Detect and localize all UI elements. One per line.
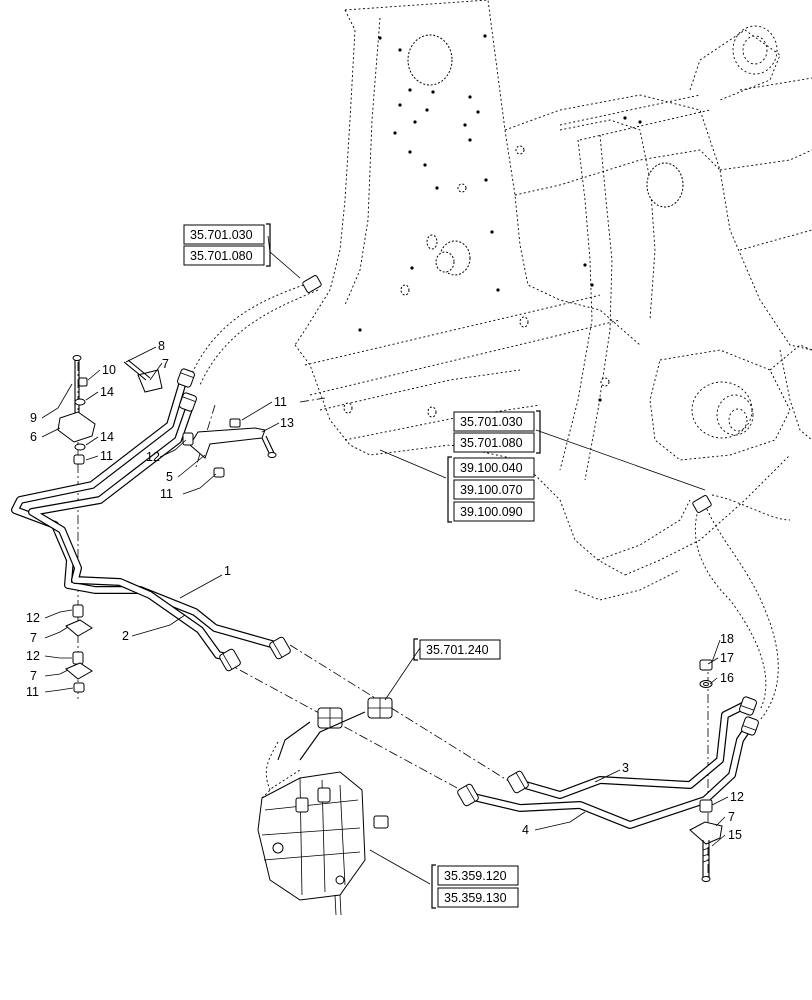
callout: 11 [100,449,113,463]
ref-label: 39.100.070 [460,483,523,497]
callout: 13 [280,416,294,430]
control-valve [257,769,389,916]
ref-group-valve-fitting: 35.701.240 [413,638,501,661]
callout: 12 [146,450,160,464]
valve-adapter-fittings [277,697,393,761]
callout: 15 [728,828,742,842]
callout: 9 [30,411,37,425]
ref-label: 35.359.130 [444,891,507,905]
ref-label: 35.701.240 [426,643,489,657]
loader-frame [294,0,812,601]
callout: 16 [720,671,734,685]
callout: 2 [122,629,129,643]
clamp-hardware-right [689,659,723,882]
ref-group-control-valve: 35.359.120 35.359.130 [431,864,519,909]
callout: 10 [102,363,116,377]
callout-numbers: 1 2 3 4 5 6 7 7 7 7 8 9 10 11 11 11 11 1… [26,339,744,842]
clamp-hardware-left [57,355,96,693]
callout: 11 [160,487,173,501]
ref-label: 35.701.080 [190,249,253,263]
callout: 3 [622,761,629,775]
dotted-hoses [189,281,791,791]
callout: 4 [522,823,529,837]
ref-label: 39.100.090 [460,505,523,519]
callout: 7 [30,631,37,645]
callout: 14 [100,385,114,399]
ref-label: 35.701.030 [190,228,253,242]
callout: 11 [274,395,287,409]
callout: 17 [720,651,734,665]
ref-group-top-left: 35.701.030 35.701.080 [183,223,271,267]
callout: 12 [26,611,40,625]
tube-1[interactable] [11,371,279,649]
callout: 7 [728,810,735,824]
callout: 8 [158,339,165,353]
tube-2[interactable] [28,396,236,662]
ref-label: 35.701.080 [460,436,523,450]
bracket-5 [123,359,277,478]
callout: 7 [30,669,37,683]
tube-4[interactable] [461,721,754,829]
callout: 18 [720,632,734,646]
tube-fittings [177,275,759,807]
tube-3[interactable] [511,701,749,799]
callout: 12 [26,649,40,663]
ref-group-middle-right-b: 39.100.040 39.100.070 39.100.090 [447,456,535,523]
leader-lines [41,235,729,885]
callout: 6 [30,430,37,444]
callout: 7 [162,357,169,371]
ref-label: 35.359.120 [444,869,507,883]
callout: 11 [26,685,39,699]
ref-label: 39.100.040 [460,461,523,475]
callout: 5 [166,470,173,484]
ref-label: 35.701.030 [460,415,523,429]
ref-group-middle-right-a: 35.701.030 35.701.080 [453,410,541,454]
callout: 12 [730,790,744,804]
callout: 14 [100,430,114,444]
callout: 1 [224,564,231,578]
